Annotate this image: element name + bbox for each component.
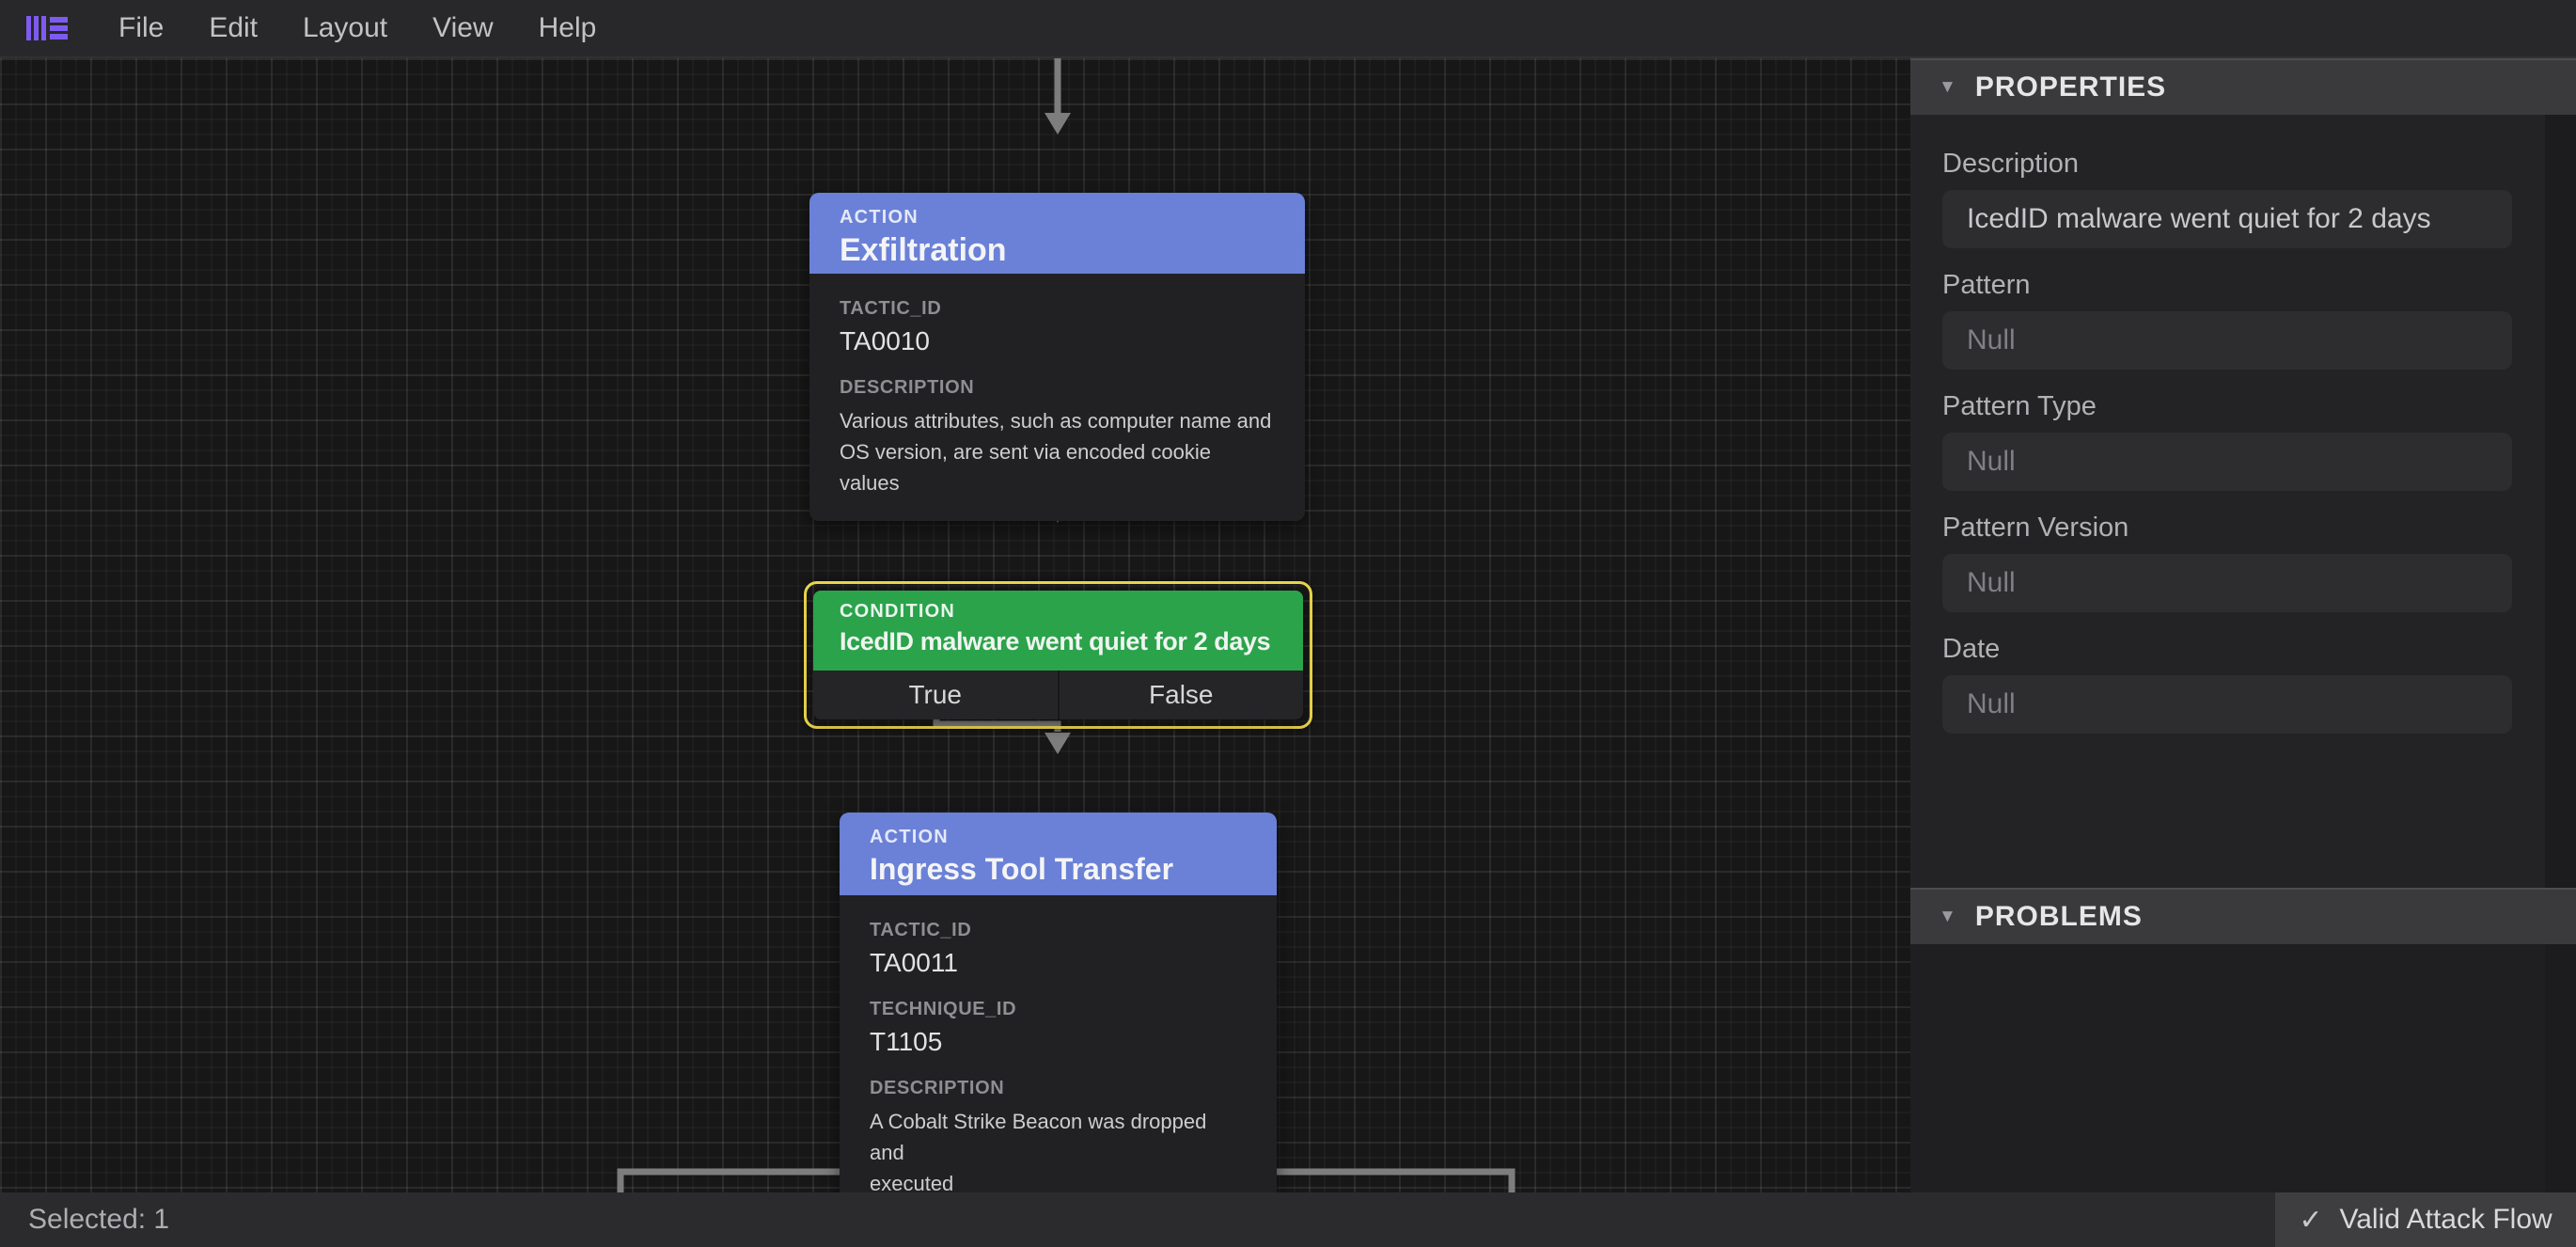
arrowhead-into-ingress [1045,733,1071,754]
field-label: TACTIC_ID [870,920,972,940]
node-condition-icedid-quiet[interactable]: CONDITION IcedID malware went quiet for … [813,591,1303,719]
node-action-ingress-tool-transfer[interactable]: ACTION Ingress Tool Transfer TACTIC_ID T… [840,813,1277,1222]
properties-content: Description IcedID malware went quiet fo… [1910,115,2545,755]
validation-text: Valid Attack Flow [2339,1204,2552,1235]
field-value: IcedID malware went quiet for 2 days [1967,203,2431,234]
collapse-chevron-icon: ▼ [1939,907,1956,926]
menu-item-layout[interactable]: Layout [303,12,388,43]
problems-content [1910,944,2576,1192]
attack-flow-logo-icon [26,16,68,40]
problems-panel-header[interactable]: ▼ PROBLEMS [1910,888,2576,944]
panel-scrollbar-track[interactable] [2545,58,2576,1192]
node-title: Ingress Tool Transfer [870,852,1174,886]
node-action-exfiltration[interactable]: ACTION Exfiltration TACTIC_ID TA0010 DES… [809,193,1305,521]
property-pattern-version: Pattern Version Null [1942,513,2512,612]
node-field-description: DESCRIPTION A Cobalt Strike Beacon was d… [870,1078,1247,1199]
field-value: T1105 [870,1027,943,1056]
node-body: TACTIC_ID TA0010 DESCRIPTION Various att… [809,274,1305,521]
collapse-chevron-icon: ▼ [1939,77,1956,97]
side-panel: ▼ PROPERTIES Description IcedID malware … [1910,58,2576,1192]
branch-true[interactable]: True [908,680,963,709]
node-body: TACTIC_ID TA0011 TECHNIQUE_ID T1105 DESC… [840,895,1277,1222]
menu-bar: File Edit Layout View Help [0,0,2576,58]
field-value: Various attributes, such as computer nam… [840,409,1272,495]
field-value: Null [1967,688,2016,719]
node-field-description: DESCRIPTION Various attributes, such as … [840,377,1275,498]
field-label: Pattern [1942,270,2031,300]
property-pattern: Pattern Null [1942,270,2512,370]
properties-panel-header[interactable]: ▼ PROPERTIES [1910,58,2576,115]
field-value: Null [1967,567,2016,598]
node-header: CONDITION IcedID malware went quiet for … [813,591,1303,671]
node-title: IcedID malware went quiet for 2 days [840,627,1271,655]
field-value: TA0010 [840,326,930,355]
field-label: TACTIC_ID [840,298,942,319]
node-type-label: ACTION [840,207,919,228]
node-field-tactic-id: TACTIC_ID TA0010 [840,298,1275,356]
branch-false[interactable]: False [1057,671,1304,719]
node-header: ACTION Exfiltration [809,193,1305,274]
field-label: TECHNIQUE_ID [870,999,1017,1019]
node-field-technique-id: TECHNIQUE_ID T1105 [870,999,1247,1057]
property-pattern-type: Pattern Type Null [1942,391,2512,491]
status-bar: Selected: 1 ✓ Valid Attack Flow [0,1192,2576,1247]
field-value: TA0011 [870,948,958,977]
menu-item-edit[interactable]: Edit [209,12,259,43]
description-input[interactable]: IcedID malware went quiet for 2 days [1942,190,2512,248]
pattern-version-input[interactable]: Null [1942,554,2512,612]
app-logo-menu-icon[interactable] [26,14,68,42]
field-label: Pattern Version [1942,513,2129,543]
field-label: Description [1942,149,2080,179]
panel-title: PROBLEMS [1974,901,2143,932]
menu-item-file[interactable]: File [118,12,165,43]
node-type-label: ACTION [870,827,949,847]
node-header: ACTION Ingress Tool Transfer [840,813,1277,895]
property-description: Description IcedID malware went quiet fo… [1942,149,2512,248]
menu-item-view[interactable]: View [432,12,494,43]
property-date: Date Null [1942,634,2512,734]
field-value: Null [1967,446,2016,477]
validation-badge[interactable]: ✓ Valid Attack Flow [2275,1192,2576,1247]
node-title: Exfiltration [840,232,1007,268]
node-field-tactic-id: TACTIC_ID TA0011 [870,920,1247,978]
field-value: Null [1967,324,2016,355]
field-value: A Cobalt Strike Beacon was dropped and e… [870,1110,1207,1195]
field-label: Date [1942,634,2001,664]
arrowhead-into-exfiltration [1045,113,1071,134]
pattern-type-input[interactable]: Null [1942,433,2512,491]
selection-outline: CONDITION IcedID malware went quiet for … [804,581,1312,729]
menu-item-help[interactable]: Help [538,12,597,43]
condition-branches: True False [813,671,1303,719]
pattern-input[interactable]: Null [1942,311,2512,370]
selected-count: Selected: 1 [28,1204,170,1235]
field-label: DESCRIPTION [840,377,975,398]
date-input[interactable]: Null [1942,675,2512,734]
flow-canvas[interactable]: ACTION Exfiltration TACTIC_ID TA0010 DES… [0,58,1910,1222]
panel-title: PROPERTIES [1974,71,2167,103]
check-icon: ✓ [2299,1204,2323,1236]
field-label: Pattern Type [1942,391,2097,421]
field-label: DESCRIPTION [870,1078,1005,1098]
node-type-label: CONDITION [840,601,956,622]
